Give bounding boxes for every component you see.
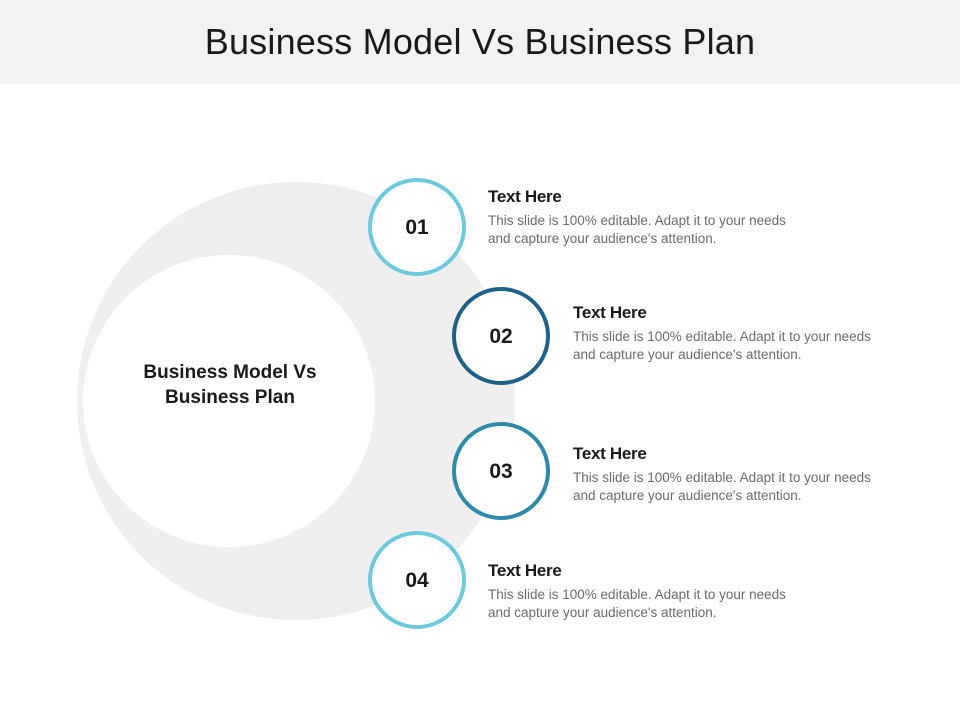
- step-circle-02: [452, 287, 550, 385]
- outer-ring: [76, 181, 516, 621]
- step-text-04: Text Here This slide is 100% editable. A…: [488, 561, 808, 622]
- center-disk: [83, 255, 375, 547]
- slide-title: Business Model Vs Business Plan: [204, 21, 756, 62]
- step-description-01: This slide is 100% editable. Adapt it to…: [488, 213, 786, 246]
- step-text-02: Text Here This slide is 100% editable. A…: [573, 303, 893, 364]
- step-circle-01: [368, 178, 466, 276]
- step-circle-04: [368, 531, 466, 629]
- step-heading-01: Text Here: [488, 187, 562, 206]
- step-number-03: 03: [489, 460, 513, 483]
- step-number-04: 04: [405, 569, 429, 592]
- step-description-04: This slide is 100% editable. Adapt it to…: [488, 587, 786, 620]
- step-description-03: This slide is 100% editable. Adapt it to…: [573, 470, 871, 503]
- title-bar: Business Model Vs Business Plan: [0, 0, 960, 84]
- step-number-01: 01: [405, 216, 429, 239]
- step-heading-02: Text Here: [573, 303, 647, 322]
- step-heading-03: Text Here: [573, 444, 647, 463]
- center-label-line-1: Business Model Vs: [143, 362, 317, 383]
- center-label-line-2: Business Plan: [165, 387, 295, 408]
- step-number-02: 02: [489, 325, 513, 348]
- step-circle-03: [452, 422, 550, 520]
- step-text-03: Text Here This slide is 100% editable. A…: [573, 444, 893, 505]
- step-heading-04: Text Here: [488, 561, 562, 580]
- step-text-01: Text Here This slide is 100% editable. A…: [488, 187, 808, 248]
- step-description-02: This slide is 100% editable. Adapt it to…: [573, 329, 871, 362]
- center-label: Business Model Vs Business Plan: [100, 360, 360, 410]
